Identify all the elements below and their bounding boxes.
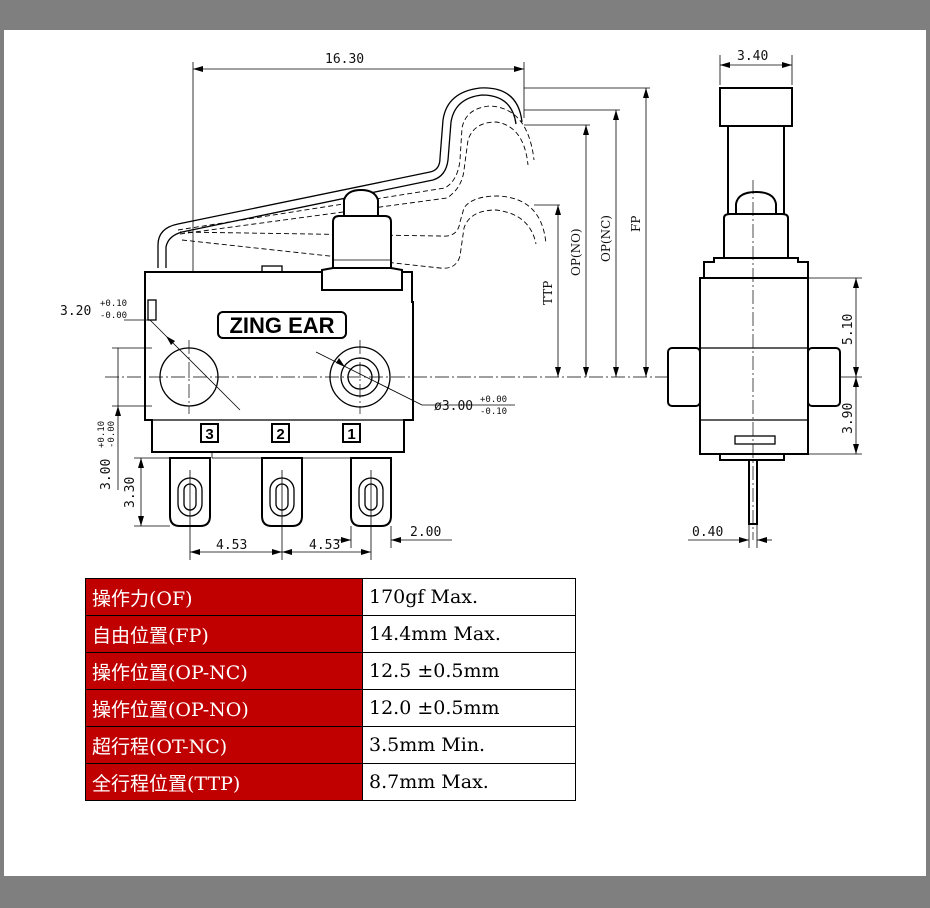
spec-label: 自由位置(FP) [85, 615, 363, 653]
plunger-tip [343, 188, 379, 217]
spec-row: 全行程位置(TTP) 8.7mm Max. [85, 763, 576, 801]
spec-row: 操作位置(OP-NC) 12.5 ±0.5mm [85, 652, 576, 690]
dim-pitch-right: 4.53 [309, 538, 340, 553]
terminal-label-2: 2 [271, 423, 290, 443]
dim-hole-height: 3.00 [99, 459, 114, 490]
svg-text:-0.00: -0.00 [100, 311, 127, 321]
dim-hole-right: ø3.00 [434, 399, 473, 414]
spec-label: 操作位置(OP-NO) [85, 689, 363, 727]
svg-text:-0.00: -0.00 [107, 421, 117, 448]
svg-text:+0.10: +0.10 [100, 299, 127, 309]
dim-side-terminal-thickness: 0.40 [692, 525, 723, 540]
spec-value: 8.7mm Max. [362, 763, 576, 801]
spec-value: 12.0 ±0.5mm [362, 689, 576, 727]
dim-side-width: 3.40 [737, 49, 768, 64]
dim-hole-left: 3.20 [60, 304, 91, 319]
dim-fp: FP [629, 216, 643, 232]
svg-text:-0.10: -0.10 [480, 407, 507, 417]
svg-text:3: 3 [205, 426, 213, 443]
brand-logo: ZING EAR [229, 313, 334, 338]
svg-text:+0.00: +0.00 [480, 395, 507, 405]
dim-pitch-left: 4.53 [216, 538, 247, 553]
dim-width-overall: 16.30 [325, 52, 364, 67]
side-boss-left [667, 347, 701, 407]
spec-value: 14.4mm Max. [362, 615, 576, 653]
terminal-label-3: 3 [200, 423, 219, 443]
plunger [332, 215, 392, 269]
side-body [699, 277, 809, 455]
dim-ttp: TTP [541, 281, 555, 305]
dim-op-no: OP(NO) [569, 228, 583, 276]
side-boss-right [807, 347, 841, 407]
svg-text:+0.10: +0.10 [97, 421, 107, 448]
dim-terminal-height: 3.30 [123, 477, 138, 508]
spec-label: 全行程位置(TTP) [85, 763, 363, 801]
dim-terminal-width: 2.00 [410, 525, 441, 540]
spec-label: 超行程(OT-NC) [85, 726, 363, 764]
svg-text:1: 1 [347, 426, 355, 443]
lever-arm [157, 87, 523, 268]
spec-value: 3.5mm Min. [362, 726, 576, 764]
spec-row: 超行程(OT-NC) 3.5mm Min. [85, 726, 576, 764]
spec-table: 操作力(OF) 170gf Max. 自由位置(FP) 14.4mm Max. … [85, 578, 576, 801]
spec-row: 自由位置(FP) 14.4mm Max. [85, 615, 576, 653]
dim-side-lower: 3.90 [841, 403, 856, 434]
side-plunger [735, 190, 777, 215]
spec-value: 12.5 ±0.5mm [362, 652, 576, 690]
side-lever-top [719, 87, 793, 127]
spec-label: 操作位置(OP-NC) [85, 652, 363, 690]
dim-side-upper: 5.10 [841, 314, 856, 345]
svg-text:2: 2 [276, 426, 284, 443]
spec-label: 操作力(OF) [85, 578, 363, 616]
dim-op-nc: OP(NC) [599, 215, 613, 262]
spec-value: 170gf Max. [362, 578, 576, 616]
spec-row: 操作力(OF) 170gf Max. [85, 578, 576, 616]
spec-row: 操作位置(OP-NO) 12.0 ±0.5mm [85, 689, 576, 727]
terminal-label-1: 1 [342, 423, 361, 443]
